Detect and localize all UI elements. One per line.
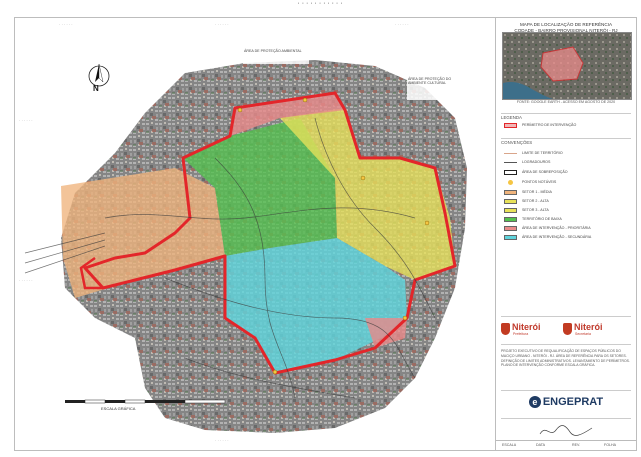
divider (501, 344, 631, 345)
zone-yellow (280, 108, 455, 280)
legend-label: TERRITÓRIO DE BAIXA (522, 217, 562, 221)
legend-item: ÁREA DE INTERVENÇÃO - PRIORITÁRIA (504, 225, 632, 232)
niteroi-logo-1: Niterói Prefeitura (501, 321, 557, 339)
north-arrow-icon (88, 63, 110, 87)
legend-swatch (504, 217, 517, 222)
legend-item: ÁREA DE SOBREPOSIÇÃO (504, 169, 632, 176)
legend-swatch (504, 199, 517, 204)
legend-label: SETOR 2 - ALTA (522, 199, 549, 203)
panel-title-line-1: MAPA DE LOCALIZAÇÃO DE REFERÊNCIA (519, 22, 613, 27)
legend-line (504, 162, 517, 163)
info-panel: MAPA DE LOCALIZAÇÃO DE REFERÊNCIA CODADE… (495, 17, 637, 451)
legend-dot (508, 180, 513, 185)
engeprat-mark-icon: e (528, 396, 541, 409)
zone-green (183, 118, 337, 256)
grid-label: · · · · · · (59, 22, 73, 27)
legend-item: SETOR 1 - MÉDIA (504, 189, 632, 196)
zone-red-north (230, 93, 345, 136)
divider (501, 390, 631, 391)
legend-label: LOGRADOUROS (522, 160, 551, 164)
road-network (24, 117, 436, 399)
legend-item: LOGRADOUROS (504, 159, 632, 166)
title-block-footer: ESCALA DATA REV. FOLHA (496, 440, 636, 451)
panel-title: MAPA DE LOCALIZAÇÃO DE REFERÊNCIA CODADE… (496, 22, 636, 34)
scale-label: ESCALA GRÁFICA (101, 406, 136, 411)
zone-orange (61, 168, 225, 298)
legend-swatch (504, 208, 517, 213)
grid-label: · · · · · · (395, 22, 409, 27)
panel-title-line-2: CODADE - BAIRRO PROVISIONAL NITERÓI - RJ (514, 28, 618, 33)
legend-title: LEGENDA (501, 115, 522, 120)
legend-item: TERRITÓRIO DE BAIXA (504, 216, 632, 223)
legend-label: SETOR 3 - ALTA (522, 208, 549, 212)
legend-swatch (504, 235, 517, 240)
legend-label: ÁREA DE SOBREPOSIÇÃO (522, 170, 568, 174)
grid-label: · · · · · · (19, 118, 33, 123)
divider (501, 418, 631, 419)
legend-swatch (504, 226, 517, 231)
engeprat-name: ENGEPRAT (542, 396, 604, 408)
crest-icon (501, 323, 510, 335)
notable-points (237, 97, 430, 375)
annotation-box-1 (243, 48, 309, 64)
legend-swatch (504, 170, 517, 175)
inset-caption: FONTE: GOOGLE EARTH - ACESSO EM AGOSTO D… (516, 100, 616, 104)
footer-cell: REV. (572, 443, 581, 447)
annotation-box-2 (407, 76, 463, 100)
divider (501, 138, 631, 139)
zone-cyan (225, 238, 407, 373)
grid-label: · · · · · · (215, 438, 229, 443)
legend-item: PONTOS NOTÁVEIS (504, 179, 632, 186)
legend-label: PERÍMETRO DE INTERVENÇÃO (522, 123, 577, 127)
intervention-boundary (83, 91, 457, 375)
location-inset-map (502, 32, 632, 100)
annotation-text-1: ÁREA DE PROTEÇÃO AMBIENTAL (244, 49, 302, 53)
sheet-top-title: · · · · · · · · · · · (297, 0, 343, 7)
legend-item: PERÍMETRO DE INTERVENÇÃO (504, 122, 632, 129)
legend-label: ÁREA DE INTERVENÇÃO - PRIORITÁRIA (522, 226, 591, 230)
map-frame: · · · · · · · · · · · · · · · · · · · · … (14, 17, 496, 451)
legend-item: LIMITE DE TERRITÓRIO (504, 150, 632, 157)
legend-line (504, 153, 517, 154)
conventions-title: CONVENÇÕES (501, 140, 533, 145)
legend-item: ÁREA DE INTERVENÇÃO - SECUNDÁRIA (504, 234, 632, 241)
footer-cell: DATA (536, 443, 546, 447)
north-letter: N (93, 84, 99, 93)
legend-label: LIMITE DE TERRITÓRIO (522, 151, 563, 155)
divider (501, 316, 631, 317)
signature (539, 425, 593, 436)
footer-cell: ESCALA (502, 443, 517, 447)
niteroi-logo-2: Niterói Secretaria (563, 321, 623, 339)
grid-label: · · · · · · (19, 278, 33, 283)
legend-label: ÁREA DE INTERVENÇÃO - SECUNDÁRIA (522, 235, 592, 239)
legend-item: SETOR 3 - ALTA (504, 207, 632, 214)
map-canvas (24, 48, 467, 433)
annotation-text-2: ÁREA DE PROTEÇÃO DO AMBIENTE CULTURAL (408, 77, 452, 86)
logos-row: Niterói Prefeitura Niterói Secretaria (501, 321, 631, 341)
grid-label: · · · · · · (215, 22, 229, 27)
legend-item: SETOR 2 - ALTA (504, 198, 632, 205)
legend-swatch (504, 123, 517, 128)
legend-label: PONTOS NOTÁVEIS (522, 180, 557, 184)
footer-cell: FOLHA (604, 443, 616, 447)
legend-swatch (504, 190, 517, 195)
intervention-boundary-west (79, 256, 103, 290)
divider (501, 113, 631, 114)
project-description: PROJETO EXECUTIVO DE REQUALIFICAÇÃO DE E… (501, 349, 630, 368)
crest-icon (563, 323, 572, 335)
scale-bar (65, 399, 226, 404)
legend-label: SETOR 1 - MÉDIA (522, 190, 552, 194)
